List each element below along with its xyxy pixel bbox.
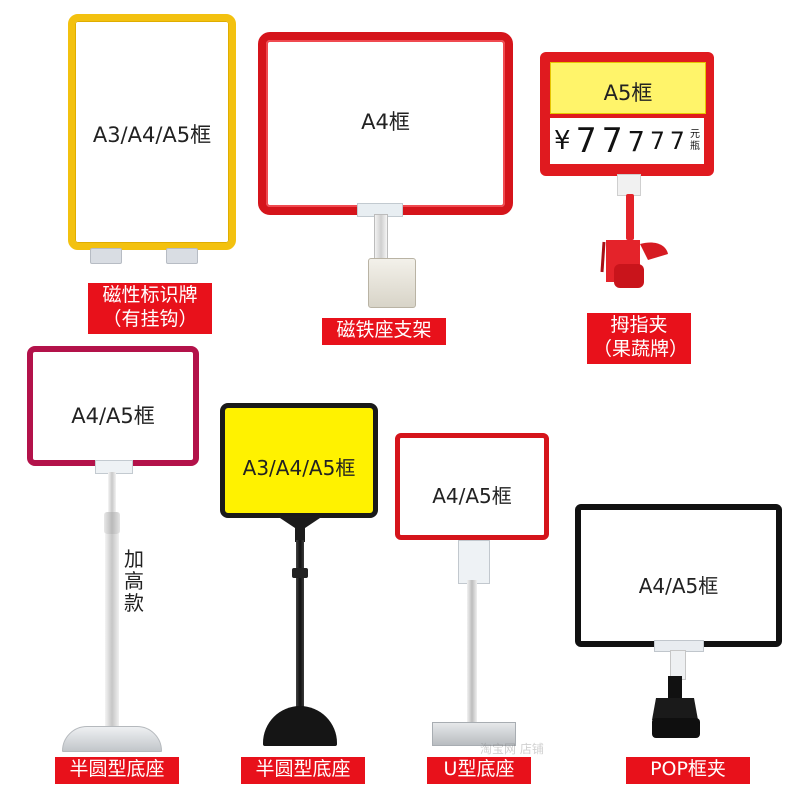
- caption-line-1: 半圆型底座: [69, 758, 165, 780]
- half-round-base: [62, 726, 162, 752]
- caption-line-1: 拇指夹: [610, 314, 668, 336]
- price-unit: 元 瓶: [690, 129, 700, 153]
- magnet-base: [368, 258, 416, 308]
- frame-red: A4框: [258, 32, 513, 215]
- caption-line-1: U型底座: [443, 758, 515, 780]
- frame-yellow: A3/A4/A5框: [68, 14, 236, 250]
- price-board: A5框 ¥ 7 7 7 7 7 元 瓶: [540, 52, 714, 176]
- u-base-plate: [432, 722, 516, 746]
- caption-line-1: 磁铁座支架: [336, 319, 432, 341]
- caption-line-1: 磁性标识牌: [102, 284, 198, 306]
- pole-upper: [108, 472, 116, 514]
- clip-stem: [626, 194, 634, 240]
- pop-clip-icon: [652, 676, 700, 738]
- caption-clip-price: 拇指夹 （果蔬牌）: [587, 313, 691, 364]
- side-note-char: 款: [124, 591, 144, 615]
- caption-pop-clip: POP框夹: [626, 757, 750, 784]
- frame-label: A4/A5框: [638, 574, 719, 598]
- frame-black: A4/A5框: [575, 504, 782, 647]
- frame-red-small: A4/A5框: [395, 433, 549, 540]
- caption-line-1: 半圆型底座: [255, 758, 351, 780]
- pole-silver: [467, 580, 477, 726]
- price-window: ¥ 7 7 7 7 7 元 瓶: [550, 118, 704, 164]
- pole-lower: [105, 534, 119, 734]
- caption-line-2: （果蔬牌）: [593, 337, 689, 360]
- watermark: 淘宝网 店铺: [480, 742, 544, 756]
- caption-line-1: POP框夹: [650, 758, 726, 780]
- frame-clip: [458, 540, 490, 584]
- price-digit: 7: [576, 121, 597, 161]
- caption-u-base: U型底座: [427, 757, 531, 784]
- caption-tall-half-round: 半圆型底座: [55, 757, 179, 784]
- hook-left: [90, 248, 122, 264]
- caption-line-2: （有挂钩）: [102, 307, 198, 330]
- side-note-char: 加: [124, 547, 144, 571]
- frame-label: A3/A4/A5框: [242, 456, 356, 480]
- frame-black-yellow: A3/A4/A5框: [220, 403, 378, 518]
- side-note-tall: 加 高 款: [122, 548, 146, 614]
- price-digit: 7: [601, 121, 623, 161]
- unit-yuan: 元: [690, 129, 700, 140]
- frame-label: A4框: [361, 110, 410, 134]
- t-connector: [277, 516, 323, 542]
- pole-black: [296, 540, 304, 710]
- frame-label: A4/A5框: [432, 484, 512, 508]
- caption-black-half-round: 半圆型底座: [241, 757, 365, 784]
- thumb-clip-icon: [600, 240, 668, 288]
- frame-magenta: A4/A5框: [27, 346, 199, 466]
- label-window: A5框: [550, 62, 706, 114]
- frame-label: A5框: [603, 81, 653, 105]
- side-note-char: 高: [124, 569, 144, 593]
- caption-magnetic-sign: 磁性标识牌 （有挂钩）: [88, 283, 212, 334]
- price-digit: 7: [650, 127, 665, 155]
- hook-right: [166, 248, 198, 264]
- frame-label: A3/A4/A5框: [92, 123, 212, 147]
- currency-symbol: ¥: [554, 126, 571, 156]
- pole-joint: [104, 512, 120, 534]
- frame-label: A4/A5框: [71, 404, 155, 428]
- clip-connector: [617, 174, 641, 196]
- half-round-base: [263, 706, 337, 746]
- unit-bottle: 瓶: [690, 141, 700, 152]
- price-digit: 7: [627, 124, 645, 158]
- price-digit: 7: [670, 127, 685, 155]
- caption-magnet-stand: 磁铁座支架: [322, 318, 446, 345]
- pole-knob: [292, 568, 308, 578]
